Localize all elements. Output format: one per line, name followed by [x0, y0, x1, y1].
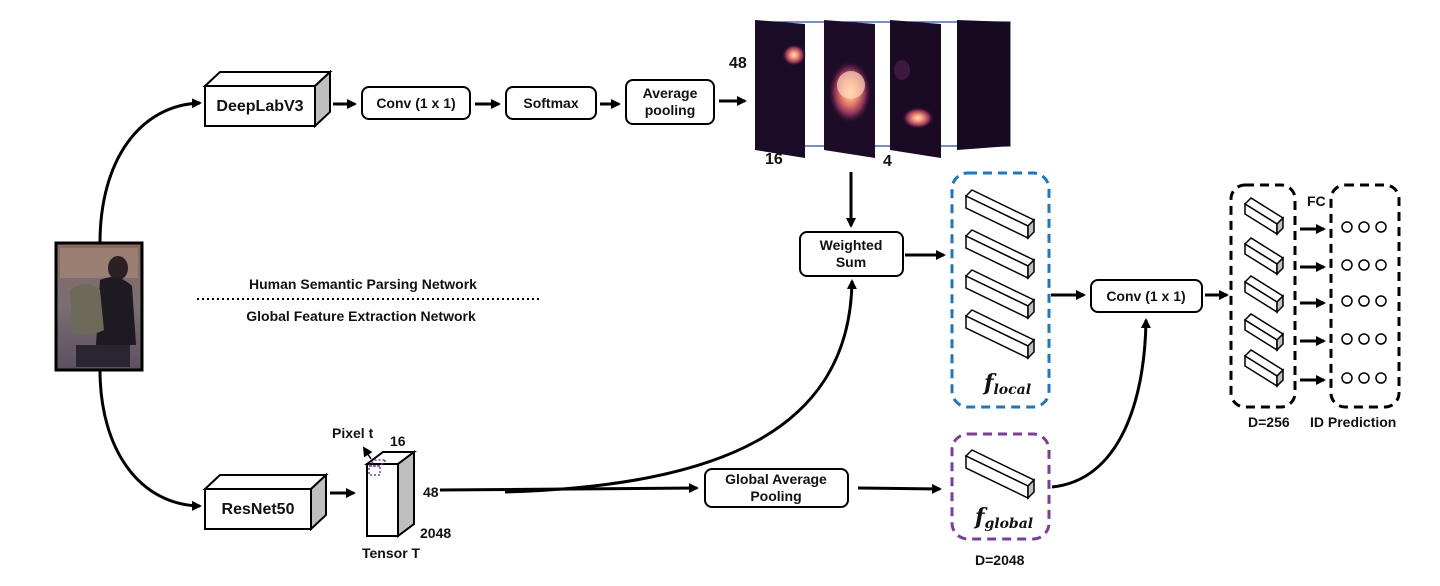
feature-vector-bar — [964, 229, 1036, 280]
arrow-gap-fglobal — [857, 483, 942, 494]
deeplabv3-block: DeepLabV3 — [202, 69, 333, 129]
conv-1x1-label: Conv (1 x 1) — [376, 95, 455, 111]
f-global-feature-bars — [964, 449, 1036, 500]
neuron-circle — [1375, 221, 1387, 233]
feature-vector-bar — [964, 309, 1036, 360]
neuron-circle — [1341, 259, 1353, 271]
fc-arrows — [1300, 224, 1326, 385]
tensor-depth-label: 2048 — [420, 525, 451, 541]
feature-vector-bar — [964, 189, 1036, 240]
branch-curve-bottom — [98, 369, 202, 511]
heatmap-4 — [957, 20, 1010, 150]
neuron-circle — [1375, 333, 1387, 345]
tensor-width-label: 16 — [390, 433, 406, 449]
feature-vector-bar — [1243, 275, 1285, 314]
deeplabv3-label: DeepLabV3 — [216, 98, 303, 115]
feature-vector-bar — [1243, 197, 1285, 236]
conv-1x1-block: Conv (1 x 1) — [361, 86, 471, 120]
tensor-height-label: 48 — [423, 484, 439, 500]
neuron-circle — [1358, 221, 1370, 233]
tensor-t: Pixel t 16 48 2048 Tensor T — [332, 425, 451, 561]
reduced-dim-label: D=256 — [1248, 414, 1290, 430]
neuron-circle — [1375, 259, 1387, 271]
neuron-circle — [1358, 295, 1370, 307]
id-prediction-block: ID Prediction — [1310, 183, 1401, 430]
tensor-t-label: Tensor T — [362, 545, 421, 561]
upper-network-label: Human Semantic Parsing Network — [249, 276, 477, 292]
heatmap-1 — [755, 20, 806, 158]
part-heatmaps: 48 16 4 — [729, 20, 1011, 170]
resnet50-block: ResNet50 — [202, 472, 329, 532]
prediction-neurons — [1341, 221, 1387, 384]
branch-curve-top — [98, 98, 202, 244]
pixel-t-label: Pixel t — [332, 425, 374, 441]
neuron-circle — [1358, 333, 1370, 345]
resnet50-label: ResNet50 — [222, 501, 295, 518]
neuron-circle — [1375, 372, 1387, 384]
heatmap-channels-label: 4 — [883, 153, 892, 170]
input-person-image — [54, 241, 144, 372]
neuron-circle — [1341, 333, 1353, 345]
pixel-t-marker — [367, 459, 388, 476]
heatmap-3 — [890, 20, 941, 158]
f-global-dim-label: D=2048 — [975, 552, 1025, 568]
softmax-block: Softmax — [505, 86, 597, 120]
f-global-block: fglobal D=2048 — [950, 432, 1051, 568]
arrow-tensor-weightedsum — [504, 279, 857, 494]
neuron-circle — [1358, 372, 1370, 384]
fc-label: FC — [1307, 193, 1326, 209]
heatmap-height-label: 48 — [729, 55, 747, 72]
id-prediction-label: ID Prediction — [1310, 414, 1396, 430]
feature-vector-bar — [964, 269, 1036, 320]
feature-vector-bar — [1243, 313, 1285, 352]
heatmap-2 — [824, 20, 875, 158]
neuron-circle — [1341, 221, 1353, 233]
f-local-symbol: flocal — [982, 370, 1031, 398]
lower-network-label: Global Feature Extraction Network — [246, 308, 476, 324]
reduced-features-block: D=256 — [1229, 183, 1297, 430]
f-local-block: flocal — [950, 171, 1051, 409]
neuron-circle — [1341, 372, 1353, 384]
f-local-feature-bars — [964, 189, 1036, 360]
head-conv-label: Conv (1 x 1) — [1106, 288, 1185, 304]
feature-vector-bar — [964, 449, 1036, 500]
feature-vector-bar — [1243, 349, 1285, 388]
neuron-circle — [1375, 295, 1387, 307]
head-conv-block: Conv (1 x 1) — [1090, 279, 1203, 313]
reduced-feature-bars — [1243, 197, 1285, 388]
neuron-circle — [1358, 259, 1370, 271]
arrow-fglobal-conv — [1051, 318, 1151, 489]
neuron-circle — [1341, 295, 1353, 307]
softmax-label: Softmax — [523, 95, 578, 111]
f-global-symbol: fglobal — [973, 504, 1033, 532]
heatmap-width-label: 16 — [765, 151, 783, 168]
feature-vector-bar — [1243, 237, 1285, 276]
